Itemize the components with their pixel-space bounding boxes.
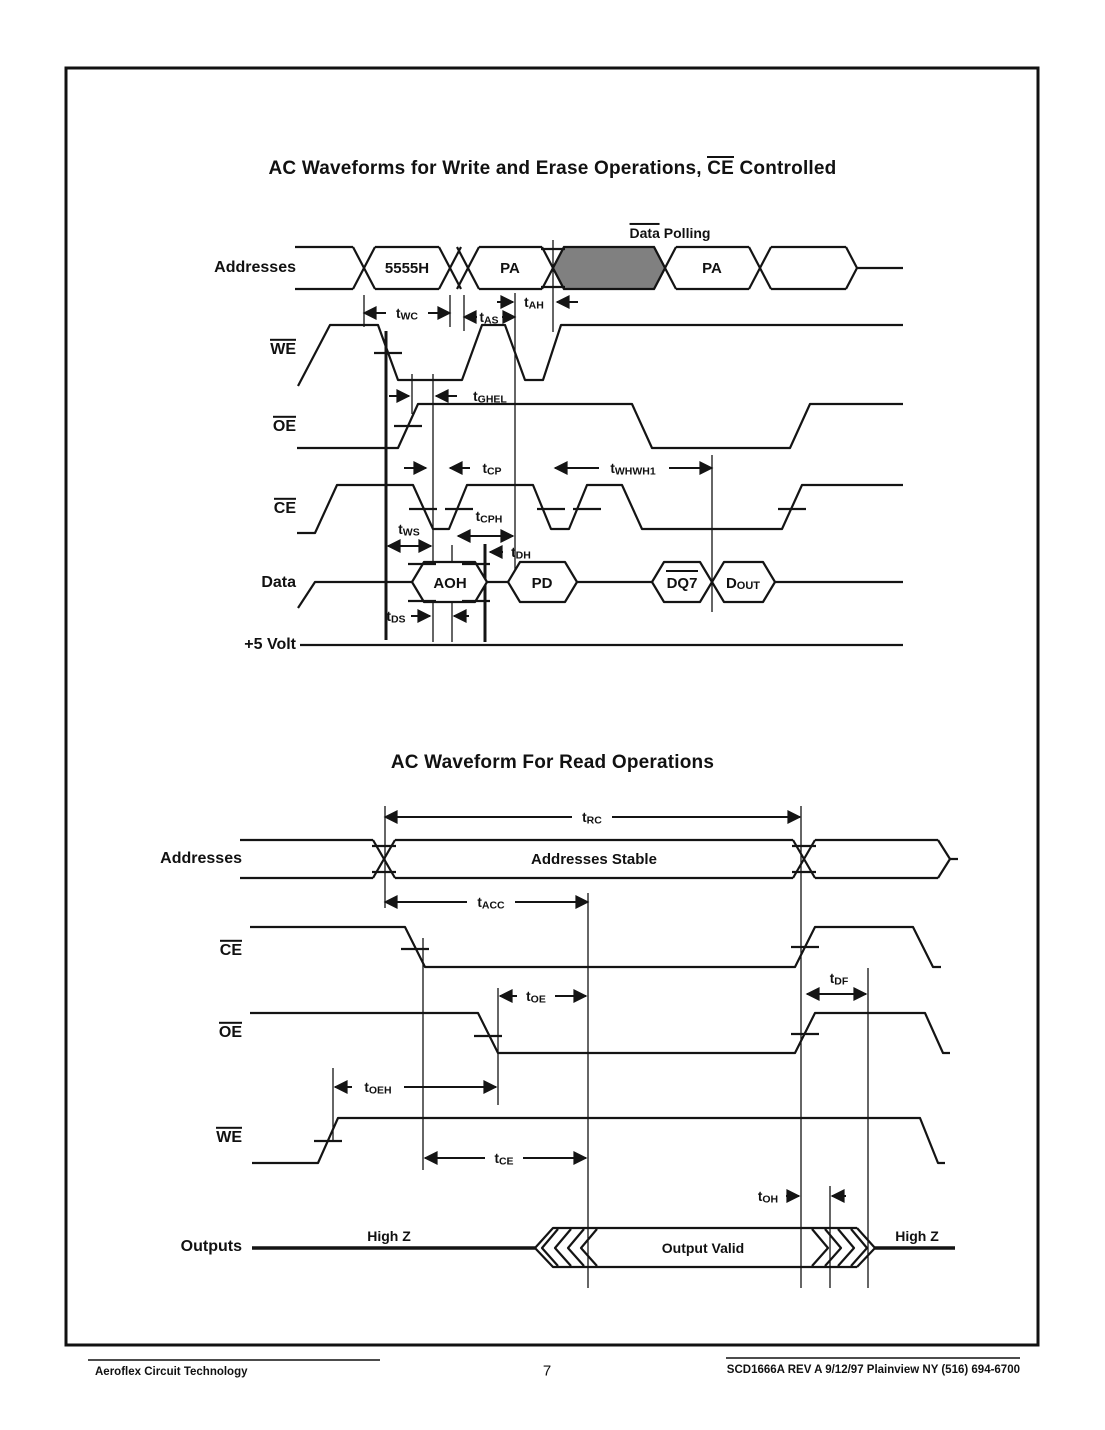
output-valid-chevrons-left	[540, 1228, 598, 1267]
we-waveform-read	[252, 1116, 945, 1165]
signal-label-addresses-write: Addresses	[214, 259, 296, 276]
timing-toeh: tOEH	[364, 1080, 391, 1097]
label-whiteout	[599, 459, 669, 476]
oe-waveform-read	[250, 1011, 950, 1055]
output-valid-chevrons-right	[811, 1228, 869, 1267]
timing-toh: tOH	[758, 1189, 778, 1206]
signal-label-oe-read: OE	[218, 1021, 242, 1041]
data-cell-pd	[506, 560, 579, 604]
bus-cell-5555h: 5555H	[385, 260, 429, 277]
oe-waveform-write	[297, 402, 903, 450]
write-diagram: 5555H PA PA tWC tAS tAH tGHEL tCP	[295, 240, 903, 647]
label-whiteout	[352, 1079, 404, 1095]
output-valid-label: Output Valid	[662, 1240, 744, 1256]
signal-label-outputs-read: Outputs	[180, 1238, 242, 1255]
addresses-bus-ticks	[372, 844, 816, 874]
label-whiteout	[517, 988, 555, 1004]
timing-tas: tAS	[479, 310, 498, 327]
signal-label-ce-read: CE	[219, 939, 242, 959]
addresses-bus-read	[240, 838, 958, 880]
data-edge-ticks	[408, 562, 490, 603]
timing-tah: tAH	[524, 295, 544, 312]
page-border	[64, 66, 1040, 1347]
timing-tdf: tDF	[830, 971, 849, 988]
bus-cell-pa-2: PA	[702, 260, 722, 277]
ce-overlined: CE	[707, 156, 735, 179]
data-polling-label: Data Polling	[629, 222, 711, 241]
label-whiteout	[386, 304, 428, 321]
timing-tcp: tCP	[482, 461, 501, 478]
timing-tghel: tGHEL	[473, 389, 507, 406]
timing-twhwh1: tWHWH1	[610, 461, 655, 478]
ce-waveform-read	[250, 925, 941, 969]
signal-label-vcc-write: +5 Volt	[244, 636, 296, 653]
footer-docinfo: SCD1666A REV A 9/12/97 Plainview NY (516…	[726, 1364, 1020, 1376]
data-cell-dout-label: DOUT	[726, 575, 760, 592]
output-valid-bus	[534, 1226, 877, 1269]
signal-label-addresses-read: Addresses	[160, 850, 242, 867]
label-whiteout	[485, 1149, 523, 1166]
label-whiteout	[467, 893, 515, 910]
signal-label-data-write: Data	[261, 574, 296, 591]
data-line-write	[297, 580, 903, 609]
signal-label-oe-write: OE	[272, 415, 296, 435]
highz-left-label: High Z	[367, 1228, 411, 1244]
timing-tdh: tDH	[511, 545, 531, 562]
write-title: AC Waveforms for Write and Erase Operati…	[268, 156, 837, 179]
shaded-dont-care-cell	[551, 245, 667, 291]
label-whiteout	[572, 808, 612, 825]
read-diagram: tRC Addresses Stable tACC tDF tOE tOEH	[240, 806, 958, 1288]
timing-tacc: tACC	[477, 895, 505, 912]
data-cell-dq7-label: DQ7	[667, 575, 698, 592]
timing-tce: tCE	[494, 1151, 513, 1168]
read-title: AC Waveform For Read Operations	[390, 752, 715, 773]
timing-tds: tDS	[386, 609, 405, 626]
data-cell-dout	[710, 560, 777, 604]
timing-trc: tRC	[582, 810, 602, 827]
signal-label-we-write: WE	[270, 338, 296, 358]
highz-right-label: High Z	[895, 1228, 939, 1244]
footer-company: Aeroflex Circuit Technology	[95, 1366, 248, 1378]
label-whiteout	[477, 309, 502, 324]
ce-read-ticks	[401, 945, 819, 951]
data-cell-aoh-label: AOH	[433, 575, 466, 592]
timing-tws: tWS	[398, 522, 419, 539]
data-cell-pd-label: PD	[532, 575, 553, 592]
timing-tcph: tCPH	[476, 509, 503, 526]
we-waveform-write	[297, 323, 903, 387]
signal-label-ce-write: CE	[273, 497, 296, 517]
signal-label-we-read: WE	[216, 1126, 242, 1146]
oe-read-ticks	[474, 1032, 819, 1038]
bus-cell-pa-1: PA	[500, 260, 520, 277]
timing-toe: tOE	[526, 989, 546, 1006]
page-number: 7	[542, 1362, 552, 1380]
timing-twc: tWC	[396, 306, 418, 323]
ce-waveform-write	[297, 483, 903, 535]
addresses-stable-label: Addresses Stable	[531, 851, 657, 868]
